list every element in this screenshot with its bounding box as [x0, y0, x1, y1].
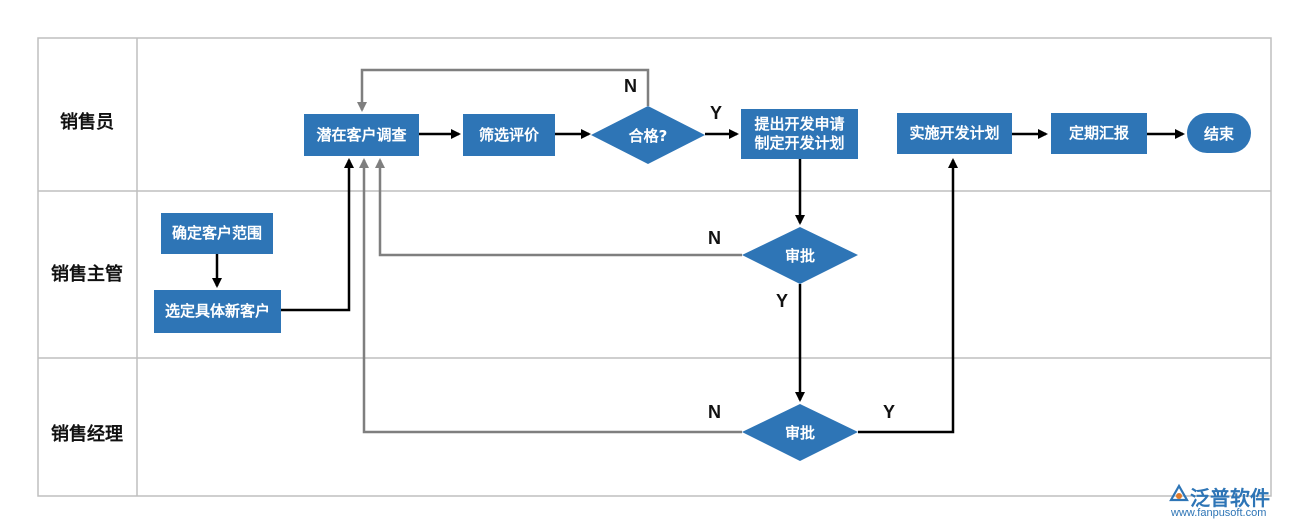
apply-node: 提出开发申请 制定开发计划	[741, 109, 858, 159]
qualified-diamond	[591, 106, 705, 164]
end-terminator	[1187, 113, 1251, 153]
brand-logo-url: www.fanpusoft.com	[1171, 507, 1267, 519]
execute-node: 实施开发计划	[897, 113, 1012, 154]
report-node: 定期汇报	[1051, 113, 1147, 154]
edge-label-y-bottom: Y	[883, 402, 896, 422]
apply-line-1: 提出开发申请	[754, 115, 845, 133]
swimlane-frame	[37, 37, 1272, 497]
lane-label-supervisor: 销售主管	[51, 264, 123, 285]
screen-node: 筛选评价	[463, 114, 555, 156]
approve-manager-label: 审批	[784, 424, 815, 442]
approve-supervisor-diamond	[742, 227, 858, 284]
edge-label-n-mid: N	[708, 228, 721, 248]
brand-logo-text: 泛普软件	[1190, 486, 1270, 510]
flow-arrows	[212, 129, 1185, 434]
brand-logo-icon	[1169, 483, 1189, 502]
apply-line-2: 制定开发计划	[754, 134, 845, 152]
edge-label-y-top: Y	[710, 103, 723, 123]
feedback-arrows	[357, 68, 742, 434]
approve-manager-diamond	[742, 404, 858, 461]
end-label: 结束	[1203, 125, 1234, 143]
edge-label-n-top: N	[624, 76, 637, 96]
lane-label-salesperson: 销售员	[60, 112, 114, 133]
select-node: 选定具体新客户	[154, 290, 281, 333]
edge-label-n-bottom: N	[708, 402, 721, 422]
qualified-label: 合格?	[628, 127, 668, 145]
scope-node: 确定客户范围	[161, 213, 273, 254]
lane-label-manager: 销售经理	[51, 424, 123, 445]
approve-supervisor-label: 审批	[784, 247, 815, 265]
edge-label-y-mid: Y	[776, 291, 789, 311]
survey-node: 潜在客户调查	[304, 114, 419, 156]
